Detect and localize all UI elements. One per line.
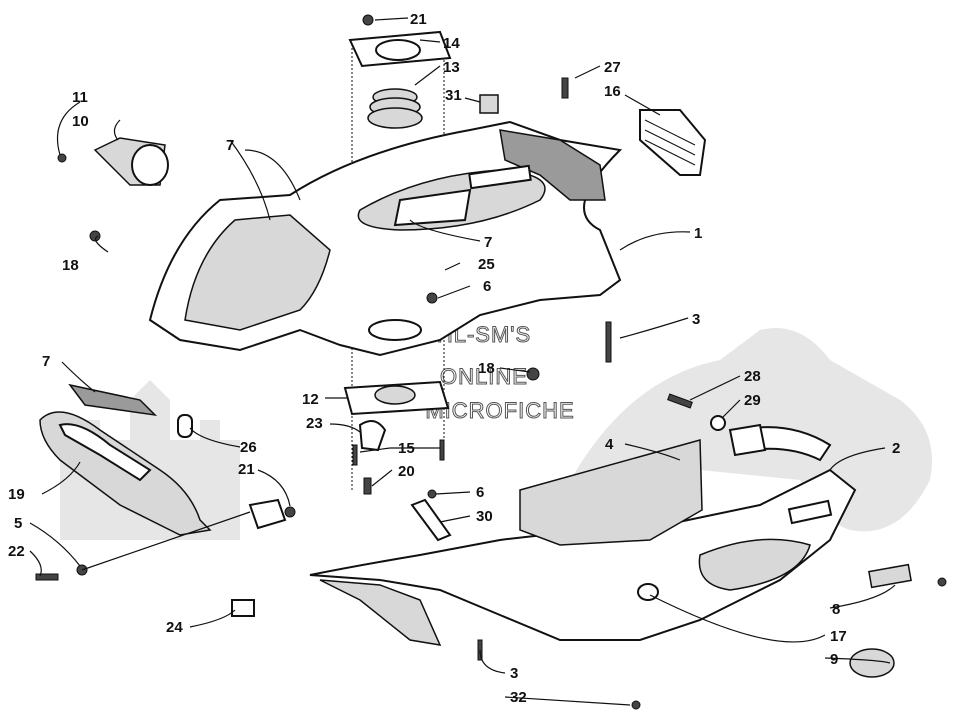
callout-13: 13 (443, 59, 460, 76)
part-left-handle (39, 383, 212, 536)
callout-16: 16 (604, 83, 621, 100)
callout-1: 1 (694, 225, 702, 242)
callout-21-left: 21 (238, 461, 255, 478)
callout-labels: 21 14 13 27 16 31 11 10 7 7 1 18 25 6 3 … (8, 11, 900, 706)
part-upper-shroud (148, 120, 623, 357)
callout-23: 23 (306, 415, 323, 432)
callout-11: 11 (72, 89, 88, 106)
callout-3-lower: 3 (510, 665, 518, 682)
callout-2: 2 (892, 440, 900, 457)
callout-10: 10 (72, 113, 89, 130)
callout-32: 32 (510, 689, 527, 706)
callout-18-left: 18 (62, 257, 79, 274)
small-hardware-left (35, 414, 296, 581)
callout-6-lower: 6 (476, 484, 484, 501)
callout-9: 9 (830, 651, 838, 668)
callout-12: 12 (302, 391, 319, 408)
windshield-window-icon (393, 188, 472, 227)
callout-20: 20 (398, 463, 415, 480)
callout-19: 19 (8, 486, 25, 503)
leader-lines (29, 17, 896, 706)
part-lower-plate (343, 380, 450, 452)
callout-22: 22 (8, 543, 25, 560)
callout-7-left: 7 (226, 137, 234, 154)
callout-26: 26 (240, 439, 257, 456)
callout-7-center: 7 (484, 234, 492, 251)
callout-6-top: 6 (483, 278, 491, 295)
callout-29: 29 (744, 392, 761, 409)
callout-28: 28 (744, 368, 761, 385)
callout-24: 24 (166, 619, 183, 636)
callout-3-right: 3 (692, 311, 700, 328)
callout-14: 14 (443, 35, 460, 52)
mesh-pad-4 (519, 439, 703, 546)
callout-5: 5 (14, 515, 22, 532)
watermark-castle-icon (60, 380, 240, 540)
callout-30: 30 (476, 508, 493, 525)
callout-31: 31 (445, 87, 462, 104)
part-cone-grommet (57, 137, 169, 186)
callout-15: 15 (398, 440, 415, 457)
callout-25: 25 (478, 256, 495, 273)
watermark-line-3: MICROFICHE (425, 398, 574, 423)
fasteners (89, 14, 947, 710)
watermark-line-2: ONLINE (440, 364, 528, 389)
callout-8: 8 (832, 601, 840, 618)
part-plug-17 (849, 648, 895, 678)
callout-21-top: 21 (410, 11, 427, 28)
callout-17: 17 (830, 628, 847, 645)
callout-7-lower: 7 (42, 353, 50, 370)
part-bracket-30 (410, 498, 452, 542)
callout-4: 4 (605, 436, 614, 453)
part-label-31 (479, 94, 499, 114)
part-nut-24 (231, 599, 255, 617)
callout-27: 27 (604, 59, 621, 76)
part-reflector-8 (868, 563, 912, 589)
part-vent-grille (639, 109, 707, 176)
callout-18-center: 18 (478, 360, 495, 377)
